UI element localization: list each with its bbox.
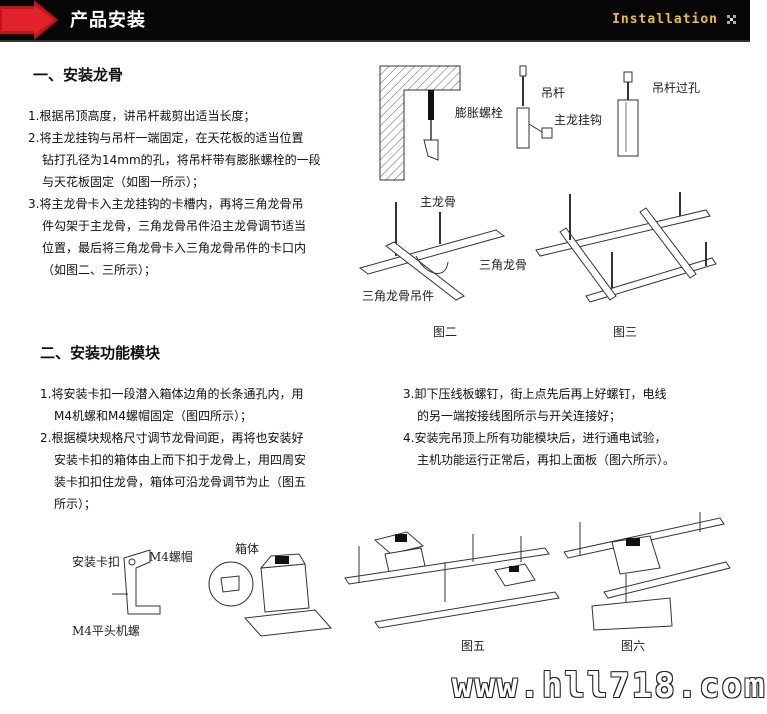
label-m4-screw: M4平头机螺 [72,624,140,638]
section1-line: 1.根据吊顶高度，讲吊杆裁剪出适当长度； [28,109,256,123]
hook-diagram [516,65,553,149]
section2-line: 2.根据模块规格尺寸调节龙骨间距，再将也安装好 [40,431,304,445]
label-expansion-bolt: 膨胀螺栓 [455,106,504,120]
section2-left-text: 1.将安装卡扣一段潜入箱体边角的长条通孔内，用 M4机螺和M4螺帽固定（图四所示… [40,383,375,515]
header-divider [0,40,750,42]
label-main-keel: 主龙骨 [420,195,457,209]
figure3-diagram [535,192,717,303]
label-rod-hole: 吊杆过孔 [652,81,701,95]
section1-line: 位置，最后将三角龙骨卡入三角龙骨吊件的卡口内 [42,241,307,255]
section1-line: 件勾架于主龙骨，三角龙骨吊件沿主龙骨调节适当 [42,219,307,233]
section2-line: 安装卡扣的箱体由上而下扣于龙骨上，用四周安 [54,453,307,467]
rod-hole-diagram [617,71,639,157]
section2-line: 的另一端按接线图所示与开关连接好； [417,409,622,423]
section1-line: （如图二、三所示）； [42,263,157,277]
section1-line: 钻打孔径为14mm的孔，将吊杆带有膨胀螺栓的一段 [42,153,321,167]
figure2-caption: 图二 [433,325,458,339]
figure6-diagram [563,512,731,631]
red-arrow-icon [0,0,62,40]
section2-line: M4机螺和M4螺帽固定（图四所示）； [54,409,252,423]
figure3-caption: 图三 [613,325,638,339]
box-diagram [208,553,333,637]
decor-dots-icon [727,15,736,24]
label-rod: 吊杆 [541,86,566,100]
section1-text: 1.根据吊顶高度，讲吊杆裁剪出适当长度； 2.将主龙挂钩与吊杆一端固定，在天花板… [28,105,368,281]
page-title: 产品安装 [70,10,146,31]
section2-line: 1.将安装卡扣一段潜入箱体边角的长条通孔内，用 [40,387,304,401]
ceiling-corner-diagram [379,65,461,181]
page-title-english: Installation [612,12,718,27]
figure5-diagram [344,531,560,629]
section2-line: 3.卸下压线板螺钉，街上点先后再上好螺钉，电线 [403,387,667,401]
figure5-caption: 图五 [461,639,486,653]
label-clip: 安装卡扣 [72,555,121,569]
figure2-diagram [358,202,506,301]
section1-line: 2.将主龙挂钩与吊杆一端固定，在天花板的适当位置 [28,131,304,145]
label-m4-nut: M4螺帽 [149,550,193,564]
section2-line: 主机功能运行正常后，再扣上面板（图六所示）。 [417,453,676,467]
clip-diagram [112,549,161,615]
section2-line: 4.安装完吊顶上所有功能模块后，进行通电试验， [403,431,667,445]
label-main-hook: 主龙挂钩 [554,113,603,127]
label-triangle-keel: 三角龙骨 [479,258,528,272]
watermark: www.hll718.com [452,666,767,706]
section1-line: 与天花板固定（如图一所示）； [42,175,205,189]
header-bar: 产品安装 Installation [0,0,750,40]
label-triangle-hanger: 三角龙骨吊件 [362,289,435,303]
section2-title: 二、安装功能模块 [40,344,161,362]
section2-line: 所示）； [54,497,97,511]
section1-title: 一、安装龙骨 [33,66,124,84]
figure6-caption: 图六 [621,639,646,653]
section2-right-text: 3.卸下压线板螺钉，街上点先后再上好螺钉，电线 的另一端按接线图所示与开关连接好… [403,383,743,471]
section2-line: 装卡扣扣住龙骨，箱体可沿龙骨调节为止（图五 [54,475,307,489]
label-box: 箱体 [235,542,260,556]
section1-line: 3.将主龙骨卡入主龙挂钩的卡槽内，再将三角龙骨吊 [28,197,304,211]
